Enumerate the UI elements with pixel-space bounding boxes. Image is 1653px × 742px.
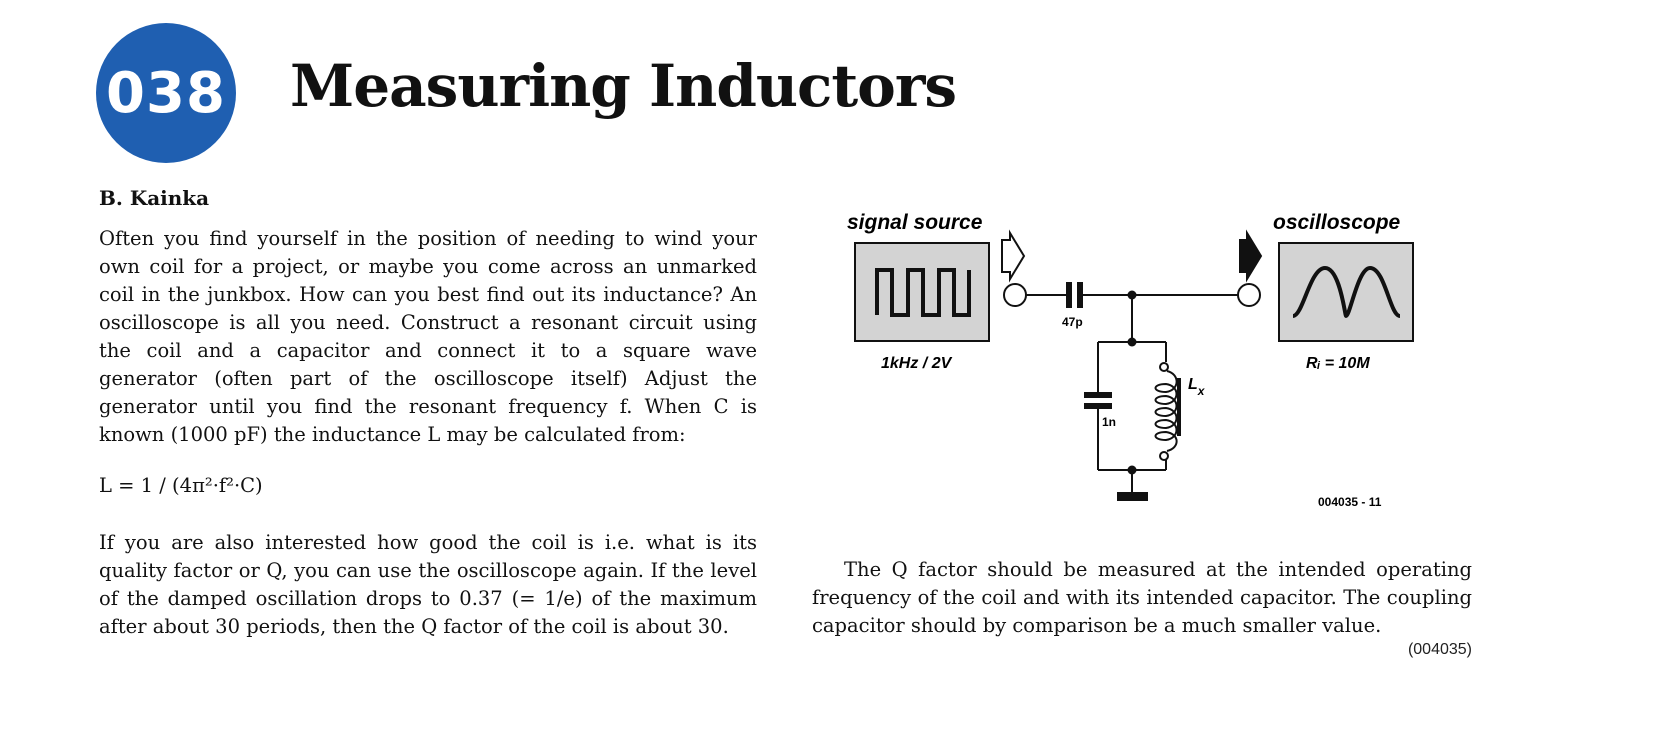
- article-number: 038: [106, 60, 226, 126]
- signal-spec-label: 1kHz / 2V: [881, 355, 953, 372]
- signal-source-label: signal source: [847, 211, 983, 234]
- scope-spec-label: Rᵢ = 10M: [1306, 355, 1370, 372]
- tank-cap-label: 1n: [1102, 415, 1116, 429]
- coupling-cap-label: 47p: [1062, 315, 1083, 329]
- author: B. Kainka: [99, 186, 210, 210]
- inductance-formula: L = 1 / (4π²·f²·C): [99, 474, 263, 497]
- figure-code: 004035 - 11: [1318, 495, 1382, 509]
- inductor-label: Lx: [1188, 376, 1206, 398]
- coupling-capacitor-plate-1: [1066, 282, 1072, 308]
- article-reference: (004035): [1407, 641, 1472, 658]
- oscilloscope-label: oscilloscope: [1273, 211, 1401, 234]
- q-factor-note-paragraph: The Q factor should be measured at the i…: [812, 558, 1472, 637]
- inductor-terminal-bottom: [1159, 451, 1169, 461]
- tank-capacitor-plate-1: [1084, 392, 1112, 398]
- sine-wave-icon: [1292, 265, 1401, 319]
- tank-capacitor-plate-2: [1084, 403, 1112, 409]
- square-wave-icon: [875, 268, 971, 317]
- output-arrow-icon: [1001, 229, 1026, 283]
- inductor-terminal-top: [1159, 362, 1169, 372]
- ground-icon: [1117, 492, 1148, 501]
- oscilloscope-box: [1278, 242, 1414, 342]
- intro-paragraph: Often you find yourself in the position …: [99, 227, 757, 446]
- inductor-core: [1177, 378, 1181, 436]
- input-arrow-icon: [1239, 229, 1263, 283]
- inductor-coil: [1154, 370, 1178, 452]
- coupling-capacitor-plate-2: [1077, 282, 1083, 308]
- page-title: Measuring Inductors: [290, 52, 957, 120]
- article-number-badge: 038: [96, 23, 236, 163]
- scope-terminal: [1237, 283, 1261, 307]
- quality-factor-paragraph: If you are also interested how good the …: [99, 531, 757, 638]
- source-terminal: [1003, 283, 1027, 307]
